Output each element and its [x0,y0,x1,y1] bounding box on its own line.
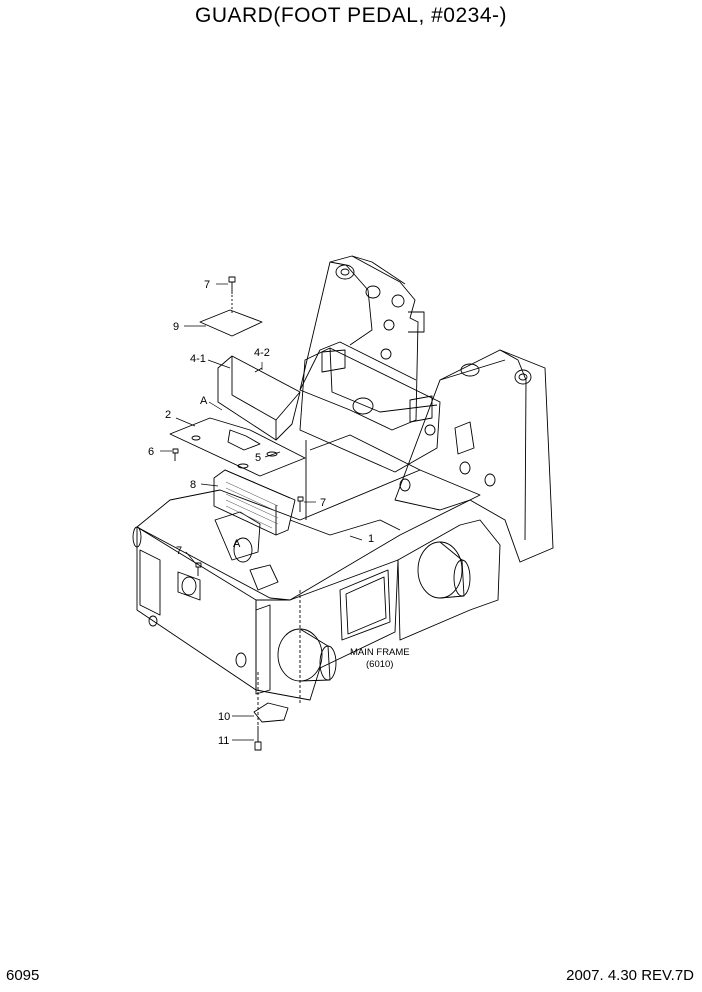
center-cross-member [299,347,441,473]
loader-arm [394,349,554,563]
part-7-lower-bolt [195,562,202,576]
page-title: GUARD(FOOT PEDAL, #0234-) [194,4,508,27]
callout-11: 11 [218,735,229,747]
callout-4-2: 4-2 [254,347,270,359]
callout-10: 10 [218,711,230,723]
part-7-right-bolt [297,496,304,512]
part-10-bottom-plate [253,702,289,723]
callout-a-lower: A [233,538,241,550]
part-8-pedal-guard-box [213,469,296,536]
main-frame-label: MAIN FRAME [350,647,410,658]
revision-stamp: 2007. 4.30 REV.7D [566,967,694,984]
callout-8: 8 [190,479,196,491]
main-frame-body [132,434,501,701]
part-11-bottom-bolt [254,726,262,751]
part-7-top-bolt [228,276,236,294]
callout-5: 5 [255,452,261,464]
part-2-floor-plate [169,417,306,477]
rear-upright-tower [299,255,425,431]
main-frame-ref: (6010) [366,659,393,670]
callout-7-lower: 7 [176,545,182,557]
callout-4-1: 4-1 [190,353,206,365]
callout-7-right: 7 [320,497,326,509]
callout-1: 1 [368,533,374,545]
callout-7-top: 7 [204,279,210,291]
part-6-bolt [172,448,179,461]
callout-9: 9 [173,321,179,333]
callout-6: 6 [148,446,154,458]
callout-a-upper: A [200,395,208,407]
page-number: 6095 [6,967,40,984]
callout-labels: 7 9 4-1 4-2 A 2 6 5 8 7 1 7 A 10 11 MAIN… [148,279,410,747]
part-4-upper-guard [217,355,301,441]
part-9-cover-plate [199,309,263,337]
leader-lines [160,283,363,741]
callout-2: 2 [165,409,171,421]
